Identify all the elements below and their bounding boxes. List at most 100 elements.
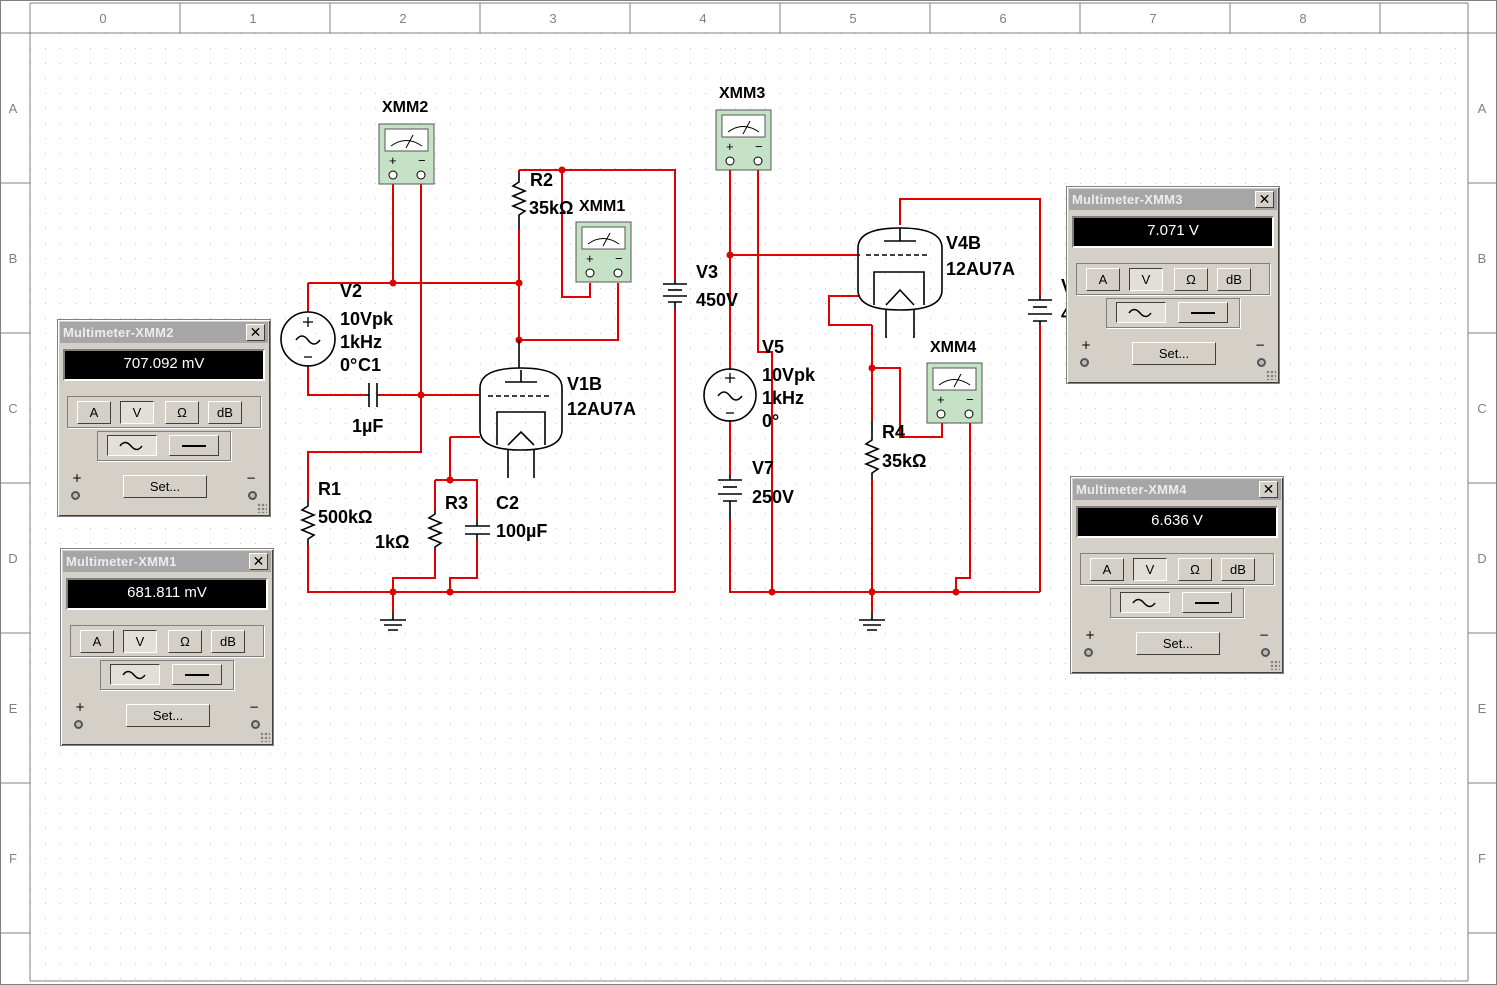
ruler-row-label: B xyxy=(9,251,18,266)
ac-coupling-button[interactable] xyxy=(1120,592,1170,613)
resize-grip-icon[interactable] xyxy=(1266,370,1276,380)
decibel-mode-button[interactable]: dB xyxy=(1221,558,1255,581)
battery-v6[interactable] xyxy=(1028,295,1052,325)
negative-terminal[interactable] xyxy=(248,491,257,500)
set-button[interactable]: Set... xyxy=(1132,342,1216,365)
negative-label: − xyxy=(1254,338,1265,352)
label-c1-ref: C1 xyxy=(358,355,381,375)
ac-wave-icon xyxy=(119,441,143,451)
dc-coupling-button[interactable] xyxy=(1178,302,1228,323)
ammeter-mode-button[interactable]: A xyxy=(1090,558,1124,581)
multimeter-symbol-xmm1[interactable]: + − xyxy=(575,221,632,283)
ac-source-v2[interactable] xyxy=(280,311,336,367)
label-r4-ref: R4 xyxy=(882,422,905,442)
positive-terminal[interactable] xyxy=(1080,358,1089,367)
close-button[interactable]: ✕ xyxy=(1255,191,1274,208)
multimeter-titlebar[interactable]: Multimeter-XMM3 ✕ xyxy=(1069,189,1277,210)
ruler-column-label: 2 xyxy=(399,11,406,26)
set-button[interactable]: Set... xyxy=(1136,632,1220,655)
ruler-column-label: 3 xyxy=(549,11,556,26)
multimeter-symbol-xmm2[interactable]: + − xyxy=(378,123,435,185)
dc-coupling-button[interactable] xyxy=(169,435,219,456)
label-v2-ref: V2 xyxy=(340,281,362,301)
battery-v7[interactable] xyxy=(718,475,742,520)
triode-v1b[interactable] xyxy=(479,340,563,478)
label-v3-value: 450V xyxy=(696,290,738,310)
voltmeter-mode-button[interactable]: V xyxy=(1129,268,1163,291)
set-button[interactable]: Set... xyxy=(123,475,207,498)
voltmeter-mode-button[interactable]: V xyxy=(1133,558,1167,581)
label-v5-amp: 10Vpk xyxy=(762,365,816,385)
ruler-row-label: D xyxy=(8,551,17,566)
capacitor-c1[interactable] xyxy=(365,383,380,407)
multimeter-titlebar[interactable]: Multimeter-XMM1 ✕ xyxy=(63,551,271,572)
dc-coupling-button[interactable] xyxy=(1182,592,1232,613)
resistor-r3[interactable] xyxy=(426,510,444,550)
label-xmm4: XMM4 xyxy=(930,339,976,356)
positive-terminal[interactable] xyxy=(1084,648,1093,657)
multimeter-titlebar[interactable]: Multimeter-XMM4 ✕ xyxy=(1073,479,1281,500)
resize-grip-icon[interactable] xyxy=(260,732,270,742)
ohmmeter-mode-button[interactable]: Ω xyxy=(1174,268,1208,291)
ac-coupling-button[interactable] xyxy=(1116,302,1166,323)
close-button[interactable]: ✕ xyxy=(249,553,268,570)
resize-grip-icon[interactable] xyxy=(1270,660,1280,670)
decibel-mode-button[interactable]: dB xyxy=(208,401,242,424)
ac-coupling-button[interactable] xyxy=(110,664,160,685)
ohmmeter-mode-button[interactable]: Ω xyxy=(1178,558,1212,581)
positive-label: + xyxy=(72,471,83,485)
label-v2-amp: 10Vpk xyxy=(340,309,394,329)
multimeter-titlebar[interactable]: Multimeter-XMM2 ✕ xyxy=(60,322,268,343)
multimeter-symbol-xmm4[interactable]: + − xyxy=(926,362,983,424)
multimeter-symbol-xmm3[interactable]: + − xyxy=(715,109,772,171)
battery-v3[interactable] xyxy=(663,280,687,310)
set-button[interactable]: Set... xyxy=(126,704,210,727)
close-button[interactable]: ✕ xyxy=(246,324,265,341)
ac-source-v5[interactable] xyxy=(703,368,757,422)
positive-label: + xyxy=(1085,628,1096,642)
capacitor-c2[interactable] xyxy=(465,520,490,540)
positive-terminal[interactable] xyxy=(71,491,80,500)
decibel-mode-button[interactable]: dB xyxy=(211,630,245,653)
ammeter-mode-button[interactable]: A xyxy=(77,401,111,424)
decibel-mode-button[interactable]: dB xyxy=(1217,268,1251,291)
resistor-r1[interactable] xyxy=(299,500,317,545)
voltmeter-mode-button[interactable]: V xyxy=(123,630,157,653)
multimeter-title: Multimeter-XMM2 xyxy=(63,325,174,340)
label-r1-value: 500kΩ xyxy=(318,507,372,527)
negative-terminal[interactable] xyxy=(1257,358,1266,367)
label-v7-ref: V7 xyxy=(752,458,774,478)
voltmeter-mode-button[interactable]: V xyxy=(120,401,154,424)
ruler-row-label: D xyxy=(1477,551,1486,566)
svg-text:−: − xyxy=(615,251,623,266)
positive-terminal[interactable] xyxy=(74,720,83,729)
label-r4-value: 35kΩ xyxy=(882,451,926,471)
dc-line-icon xyxy=(182,445,206,447)
resistor-r4[interactable] xyxy=(863,420,881,480)
ruler-row-label: F xyxy=(1478,851,1486,866)
ruler-row-label: F xyxy=(9,851,17,866)
resize-grip-icon[interactable] xyxy=(257,503,267,513)
ohmmeter-mode-button[interactable]: Ω xyxy=(168,630,202,653)
negative-terminal[interactable] xyxy=(1261,648,1270,657)
dc-coupling-button[interactable] xyxy=(172,664,222,685)
ruler-row-label: B xyxy=(1478,251,1487,266)
close-button[interactable]: ✕ xyxy=(1259,481,1278,498)
ac-coupling-button[interactable] xyxy=(107,435,157,456)
triode-v4b[interactable] xyxy=(857,227,943,338)
coupling-button-group xyxy=(1110,588,1244,618)
label-v7-value: 250V xyxy=(752,487,794,507)
ruler-row-label: A xyxy=(9,101,18,116)
ruler-row-label: E xyxy=(1478,701,1487,716)
negative-terminal[interactable] xyxy=(251,720,260,729)
resistor-r2[interactable] xyxy=(510,172,528,230)
ohmmeter-mode-button[interactable]: Ω xyxy=(165,401,199,424)
ruler-column-label: 6 xyxy=(999,11,1006,26)
ammeter-mode-button[interactable]: A xyxy=(1086,268,1120,291)
ammeter-mode-button[interactable]: A xyxy=(80,630,114,653)
